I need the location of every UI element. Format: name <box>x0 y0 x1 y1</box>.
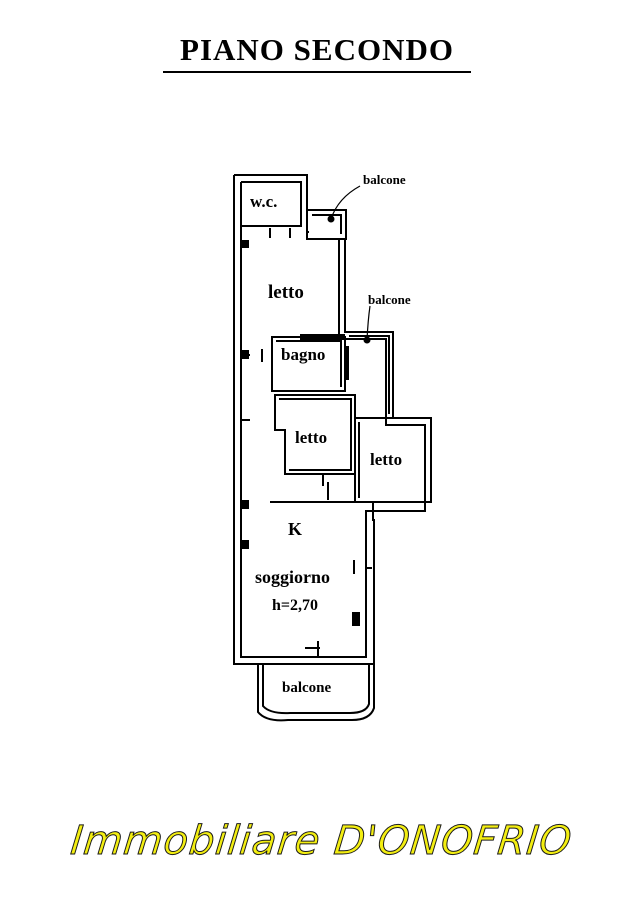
plan-title: PIANO SECONDO <box>180 32 454 67</box>
outer-wall-outer <box>233 174 432 665</box>
room-kitchen: K <box>288 519 302 539</box>
top-balcony-outline <box>306 209 347 240</box>
room-bagno: bagno <box>281 345 325 364</box>
right-balcony-outline <box>345 331 394 419</box>
room-letto-top: letto <box>268 282 304 303</box>
balcone-top-label: balcone <box>363 172 406 187</box>
agency-logo: Immobiliare D'ONOFRIO <box>68 818 575 865</box>
balcone-right-label: balcone <box>368 292 411 307</box>
room-letto-right: letto <box>370 450 402 469</box>
balcone-bottom-label: balcone <box>282 680 332 696</box>
room-wc: w.c. <box>250 192 277 211</box>
room-letto-mid: letto <box>295 428 327 447</box>
title-underline <box>163 71 471 73</box>
room-soggiorno: soggiorno <box>255 567 330 587</box>
bottom-balcony-outline <box>257 664 375 722</box>
room-height: h=2,70 <box>272 597 318 614</box>
letto-mid-walls <box>274 394 356 475</box>
outer-wall-inner <box>240 181 426 658</box>
